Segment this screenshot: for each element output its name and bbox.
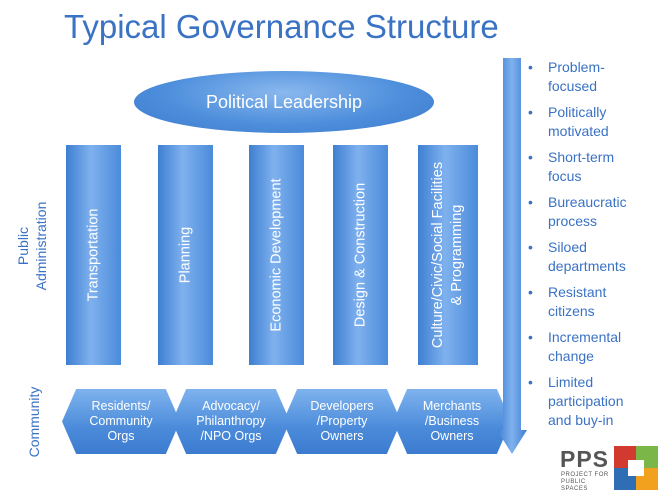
dept-label: Culture/Civic/Social Facilities	[430, 161, 446, 349]
dept-label: Design & Construction	[352, 182, 368, 328]
political-leadership-ellipse: Political Leadership	[134, 71, 434, 133]
logo-wordmark: PPS	[560, 446, 610, 472]
dept-column-planning: Planning	[158, 145, 213, 365]
dept-column-design-construction: Design & Construction	[333, 145, 388, 365]
dept-label: Transportation	[85, 208, 101, 302]
logo-squares-icon	[614, 446, 658, 490]
community-group-merchants: Merchants /Business Owners	[393, 389, 511, 454]
community-group-developers: Developers /Property Owners	[283, 389, 401, 454]
slide-title: Typical Governance Structure	[64, 8, 499, 45]
political-leadership-label: Political Leadership	[205, 91, 363, 112]
public-administration-label: Public Administration	[15, 201, 49, 291]
dept-label: Economic Development	[268, 178, 284, 332]
community-label: Community	[26, 386, 42, 458]
dept-column-culture-civic-social: Culture/Civic/Social Facilities & Progra…	[418, 145, 478, 365]
dept-label-line2: & Programming	[449, 204, 465, 306]
dept-column-transportation: Transportation	[66, 145, 121, 365]
down-arrow-icon	[497, 58, 527, 454]
dept-column-economic-development: Economic Development	[249, 145, 304, 365]
community-group-advocacy: Advocacy/ Philanthropy /NPO Orgs	[172, 389, 290, 454]
community-group-residents: Residents/ Community Orgs	[62, 389, 180, 454]
list-item: •Problem-focused	[528, 59, 605, 94]
dept-label: Planning	[177, 226, 193, 284]
pps-logo: PPS PROJECT FOR PUBLIC SPACES	[560, 446, 658, 492]
logo-subtitle: PROJECT FOR PUBLIC SPACES	[561, 472, 609, 492]
